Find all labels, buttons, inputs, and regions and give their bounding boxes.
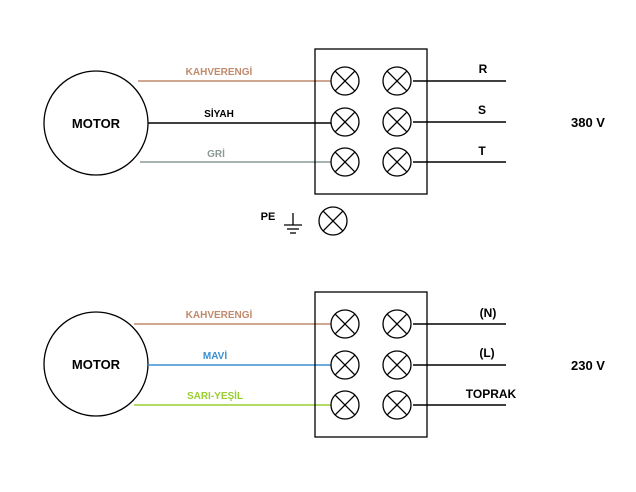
line-label-earth: TOPRAK bbox=[466, 387, 517, 401]
wire-label-brown: KAHVERENGİ bbox=[186, 308, 253, 321]
wire-label-brown: KAHVERENGİ bbox=[186, 65, 253, 78]
pe-label: PE bbox=[261, 211, 276, 223]
terminal-screw-icon bbox=[330, 350, 360, 380]
terminal-screw-icon bbox=[382, 390, 412, 420]
voltage-label: 230 V bbox=[571, 358, 605, 373]
line-label-t: T bbox=[478, 144, 486, 158]
voltage-label: 380 V bbox=[571, 115, 605, 130]
line-label-l: (L) bbox=[479, 346, 494, 360]
line-label-r: R bbox=[479, 62, 488, 76]
terminal-symbols bbox=[318, 66, 412, 420]
terminal-screw-icon bbox=[318, 206, 348, 236]
terminal-screw-icon bbox=[382, 350, 412, 380]
wire-label-green-yellow: SARI-YEŞİL bbox=[187, 389, 243, 402]
terminal-screw-icon bbox=[382, 66, 412, 96]
terminal-screw-icon bbox=[382, 147, 412, 177]
line-label-n: (N) bbox=[480, 306, 497, 320]
terminal-screw-icon bbox=[330, 309, 360, 339]
line-label-s: S bbox=[478, 103, 486, 117]
wire-label-grey: GRİ bbox=[207, 147, 225, 160]
motor-label: MOTOR bbox=[72, 357, 121, 372]
terminal-screw-icon bbox=[382, 107, 412, 137]
motor-label: MOTOR bbox=[72, 116, 121, 131]
ground-icon bbox=[284, 213, 302, 234]
diagram-380v: MOTOR KAHVERENGİ SİYAH GRİ R S T 380 V P… bbox=[43, 48, 605, 234]
terminal-screw-icon bbox=[382, 309, 412, 339]
terminal-screw-icon bbox=[330, 107, 360, 137]
terminal-screw-icon bbox=[330, 147, 360, 177]
motor-circle bbox=[43, 311, 149, 417]
terminal-screw-icon bbox=[330, 390, 360, 420]
terminal-screw-icon bbox=[330, 66, 360, 96]
wire-label-blue: MAVİ bbox=[203, 349, 227, 362]
wire-label-black: SİYAH bbox=[204, 107, 234, 120]
diagram-230v: MOTOR KAHVERENGİ MAVİ SARI-YEŞİL (N) (L)… bbox=[43, 291, 605, 438]
